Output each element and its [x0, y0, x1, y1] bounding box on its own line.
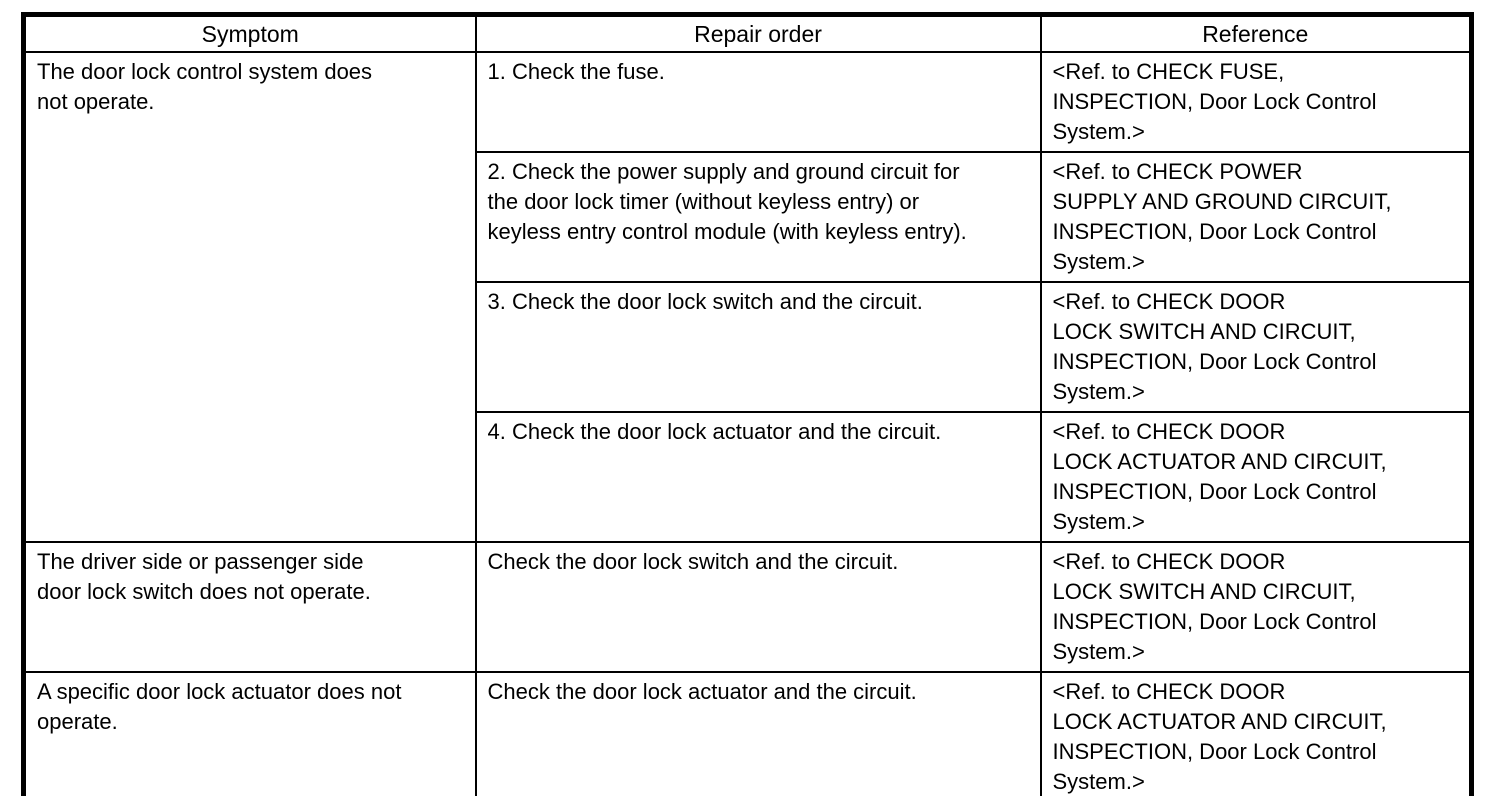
symptom-cell: The driver side or passenger side door l… — [22, 541, 477, 673]
table-row: A specific door lock actuator does not o… — [22, 671, 1473, 796]
repair-order-cell: 1. Check the fuse. — [474, 51, 1042, 153]
table-row: 3. Check the door lock switch and the ci… — [24, 281, 1473, 413]
symptom-cell: A specific door lock actuator does not o… — [22, 671, 477, 796]
troubleshooting-table: Symptom Repair order Reference The door … — [21, 12, 1474, 796]
header-row: Symptom Repair order Reference — [22, 13, 1473, 53]
reference-cell: <Ref. to CHECK DOOR LOCK ACTUATOR AND CI… — [1039, 411, 1473, 543]
repair-order-cell: 2. Check the power supply and ground cir… — [474, 151, 1042, 283]
reference-cell: <Ref. to CHECK DOOR LOCK SWITCH AND CIRC… — [1039, 541, 1473, 673]
table-row: 4. Check the door lock actuator and the … — [24, 411, 1473, 543]
table-row: The door lock control system does not op… — [22, 51, 1473, 543]
column-header-repair-order: Repair order — [474, 13, 1042, 53]
repair-order-cell: Check the door lock switch and the circu… — [474, 541, 1042, 673]
reference-cell: <Ref. to CHECK POWER SUPPLY AND GROUND C… — [1039, 151, 1473, 283]
reference-cell: <Ref. to CHECK DOOR LOCK ACTUATOR AND CI… — [1039, 671, 1473, 796]
repair-order-cell: Check the door lock actuator and the cir… — [474, 671, 1042, 796]
table-row: The driver side or passenger side door l… — [22, 541, 1473, 673]
column-header-symptom: Symptom — [22, 13, 477, 53]
table-row: 2. Check the power supply and ground cir… — [24, 151, 1473, 283]
column-header-reference: Reference — [1039, 13, 1473, 53]
reference-cell: <Ref. to CHECK FUSE, INSPECTION, Door Lo… — [1039, 51, 1473, 153]
symptom-cell: The door lock control system does not op… — [22, 51, 477, 543]
repair-order-cell: 3. Check the door lock switch and the ci… — [474, 281, 1042, 413]
reference-cell: <Ref. to CHECK DOOR LOCK SWITCH AND CIRC… — [1039, 281, 1473, 413]
repair-order-cell: 4. Check the door lock actuator and the … — [474, 411, 1042, 543]
